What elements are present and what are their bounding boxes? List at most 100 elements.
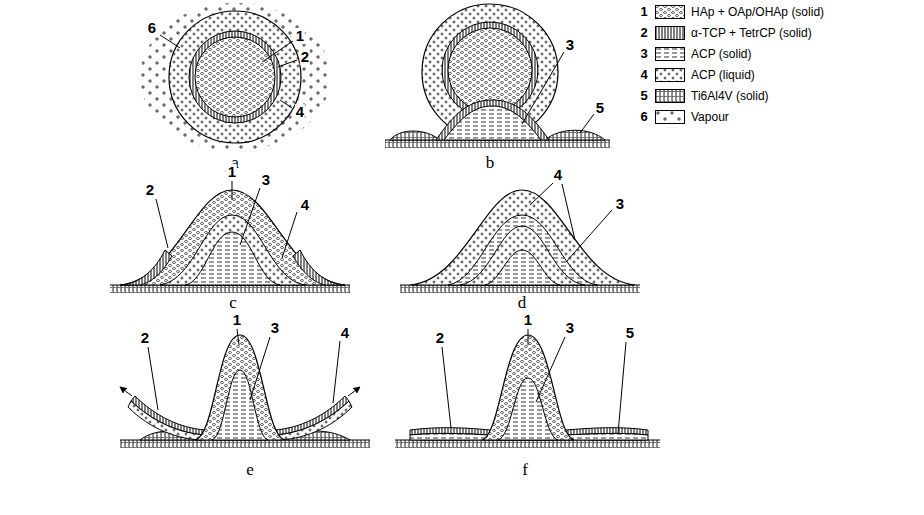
hap-core [195,37,275,117]
legend-swatch-fill [656,111,685,124]
legend-text: Ti6Al4V (solid) [691,89,769,103]
panel-letter: f [521,461,529,479]
tcp-flank [293,250,345,285]
leader-line [156,181,297,258]
legend-swatch [655,89,685,103]
leader-line [442,329,626,434]
tcp-flank [120,250,172,285]
substrate [120,440,370,448]
liquid-acp-shell [169,11,301,143]
legend-swatch [655,47,685,61]
legend-number: 5 [639,89,648,103]
legend-swatch [655,5,685,19]
solid-acp-core [498,378,558,440]
leader-line [530,183,612,262]
callout-number: 4 [553,167,563,183]
hap-layer [120,190,345,285]
legend-row: Vapour [655,109,729,125]
callout-number: 1 [523,312,533,328]
solid-acp-core [485,250,560,285]
legend-number: 1 [639,5,648,19]
legend-text: HAp + OAp/OHAp (solid) [691,5,824,19]
liquid-acp-wing [275,401,352,440]
droplet-impact [385,4,610,148]
callout-number: 4 [300,197,310,213]
callout-number: 1 [295,28,305,44]
legend-row: ACP (solid) [655,46,751,62]
liquid-acp-layer [410,190,635,285]
legend-text: Vapour [691,110,729,124]
legend-row: HAp + OAp/OHAp (solid) [655,4,824,20]
callout-number: 3 [565,320,575,336]
legend-swatch-fill [656,48,685,61]
splat-f [395,329,660,448]
callout-number: 4 [340,325,350,341]
leader-line [160,35,297,108]
substrate-bump [390,131,440,140]
solid-acp-core [212,370,268,440]
legend-swatch-fill [656,69,685,82]
splat-c [110,181,350,293]
solid-acp-band [448,215,597,285]
panel-letter: a [230,154,240,172]
legend-row: α-TCP + TetrCP (solid) [655,25,812,41]
panel-letter: c [228,294,238,312]
substrate [400,285,640,293]
panel-letter: b [485,154,496,172]
legend-number: 4 [639,68,648,82]
legend-number: 6 [639,110,648,124]
hap-dome [482,335,574,440]
hap-dome [195,335,285,440]
tcp-ring [189,31,281,123]
legend-swatch [655,68,685,82]
callout-number: 2 [145,182,155,198]
callout-number: 4 [295,104,305,120]
legend-swatch [655,110,685,124]
splat-e [120,329,370,448]
substrate [395,440,660,448]
callout-number: 3 [261,172,271,188]
substrate [110,285,350,293]
hap-core [448,28,532,112]
legend-text: ACP (solid) [691,47,751,61]
liquid-acp-wing [128,401,205,440]
legend-swatch-fill [656,90,685,103]
liquid-acp-layer [160,215,305,285]
solid-acp-splat [444,106,541,140]
callout-number: 3 [270,320,280,336]
splat-d [400,183,640,293]
callout-number: 3 [615,196,625,212]
substrate [385,140,610,148]
legend-text: ACP (liquid) [691,68,755,82]
legend-swatch-fill [656,6,685,19]
droplet-in-flight [140,3,330,151]
spread-arrow [120,387,132,396]
callout-number: 6 [147,20,157,36]
callout-number: 1 [227,164,237,180]
legend-swatch-fill [656,27,685,40]
legend-row: Ti6Al4V (solid) [655,88,769,104]
legend-swatch [655,26,685,40]
leader-line [148,329,340,410]
panel-letter: d [517,294,528,312]
legend-number: 2 [639,26,648,40]
legend-text: α-TCP + TetrCP (solid) [691,26,812,40]
callout-number: 2 [140,330,150,346]
vapour-cloud [140,3,330,151]
callout-number: 2 [300,49,310,65]
liquid-acp-layer [460,226,585,285]
spread-arrow [348,387,360,396]
panel-letter: e [245,461,255,479]
callout-number: 1 [232,312,242,328]
legend-number: 3 [639,47,648,61]
callout-number: 3 [565,37,575,53]
callout-number: 5 [625,325,635,341]
substrate-bump [545,130,605,140]
callout-number: 2 [435,330,445,346]
liquid-acp-shell [422,4,558,140]
callout-number: 5 [595,100,605,116]
solid-acp-core [185,232,280,285]
legend-row: ACP (liquid) [655,67,755,83]
leader-line [522,52,594,133]
